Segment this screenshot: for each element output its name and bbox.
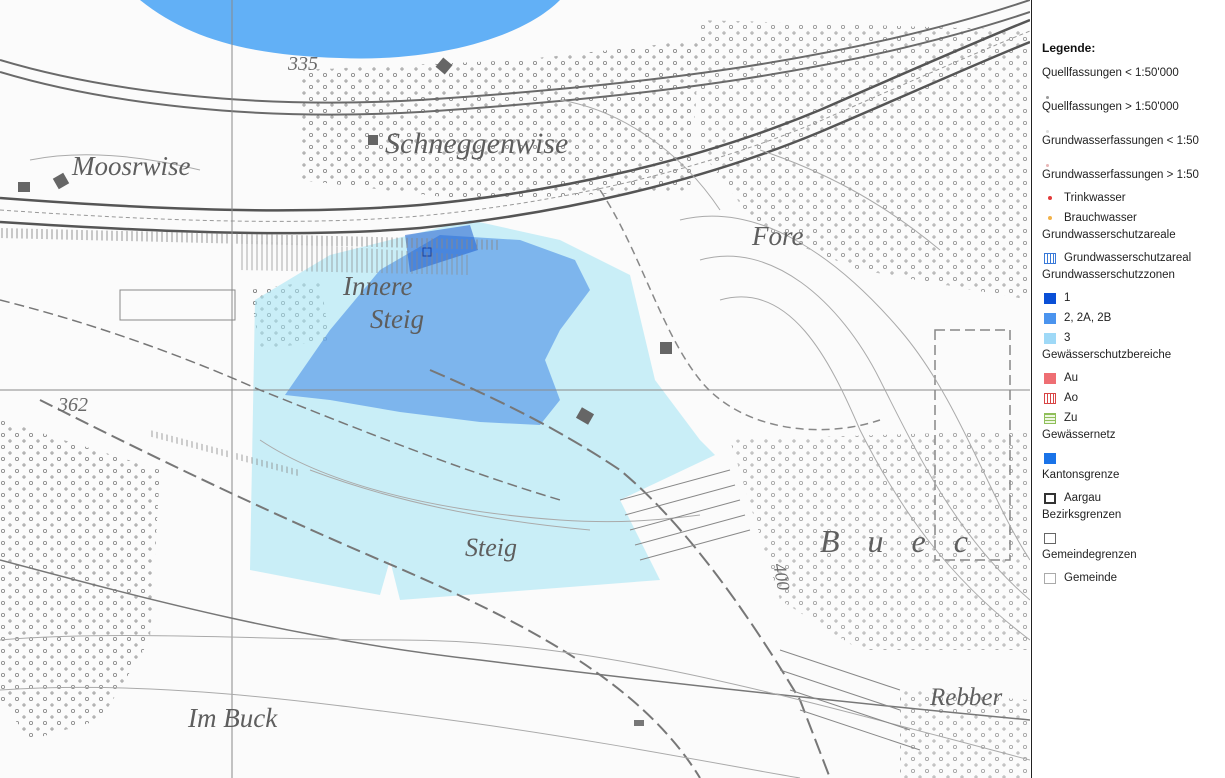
bezirk-border-icon <box>1044 532 1056 544</box>
vegetation-area <box>0 420 160 740</box>
ao-hatch-icon <box>1044 392 1056 404</box>
legend-ao: Ao <box>1044 388 1225 408</box>
areal-hatch-icon <box>1044 252 1056 264</box>
legend-gemeinde-header: Gemeindegrenzen <box>1042 549 1137 561</box>
zone-3-swatch <box>1044 332 1056 344</box>
legend-areal: Grundwasserschutzareal <box>1044 248 1225 268</box>
place-steig-lower: Steig <box>465 533 517 562</box>
building <box>18 182 30 192</box>
place-innere: Innere <box>342 271 412 301</box>
zone-1-swatch <box>1044 292 1056 304</box>
building <box>52 172 70 190</box>
gemeinde-border-icon <box>1044 572 1056 584</box>
building <box>368 135 378 145</box>
legend-bezirk <box>1044 528 1225 548</box>
place-fore: Fore <box>751 221 803 251</box>
legend-quell-lt: Quellfassungen < 1:50'000 <box>1042 67 1179 79</box>
legend-zone-2: 2, 2A, 2B <box>1044 308 1225 328</box>
gewaessernetz-swatch <box>1044 452 1056 464</box>
legend-kanton-header: Kantonsgrenze <box>1042 469 1120 481</box>
legend-gw-lt: Grundwasserfassungen < 1:50 <box>1042 135 1199 147</box>
building <box>660 342 672 354</box>
legend-zu: Zu <box>1044 408 1225 428</box>
building <box>435 57 453 75</box>
building <box>634 720 644 726</box>
place-buech: B u e c <box>820 523 978 559</box>
protection-zone-2 <box>285 235 590 425</box>
vegetation-area <box>730 430 1030 650</box>
place-rebber: Rebber <box>929 684 1002 711</box>
legend-zonen-header: Grundwasserschutzzonen <box>1042 269 1175 281</box>
legend-au: Au <box>1044 368 1225 388</box>
zone-2-swatch <box>1044 312 1056 324</box>
legend-gemeinde: Gemeinde <box>1044 568 1225 588</box>
place-moosrwise: Moosrwise <box>71 151 191 181</box>
legend-title: Legende: <box>1042 41 1096 55</box>
elevation-362: 362 <box>57 394 88 416</box>
legend-bezirk-header: Bezirksgrenzen <box>1042 509 1122 521</box>
dot-icon <box>1044 213 1056 224</box>
vegetation-area <box>900 690 1030 778</box>
place-im-buck: Im Buck <box>187 703 278 733</box>
au-swatch <box>1044 372 1056 384</box>
legend-zone-1: 1 <box>1044 288 1225 308</box>
place-steig-upper: Steig <box>370 304 424 334</box>
legend-netz-header: Gewässernetz <box>1042 429 1116 441</box>
legend-trinkwasser: Trinkwasser <box>1044 188 1225 208</box>
zu-hatch-icon <box>1044 412 1056 424</box>
quell-gt-symbol <box>1046 120 1225 134</box>
kanton-border-icon <box>1044 492 1056 504</box>
legend-panel: Legende: Quellfassungen < 1:50'000 Quell… <box>1031 0 1225 778</box>
vegetation-area <box>300 40 700 200</box>
elevation-335: 335 <box>287 53 318 75</box>
building <box>575 407 595 425</box>
map-view[interactable]: Moosrwise Schneggenwise Fore Innere Stei… <box>0 0 1030 778</box>
dot-icon <box>1044 193 1056 204</box>
legend-bereiche-header: Gewässerschutzbereiche <box>1042 349 1172 361</box>
legend-brauchwasser: Brauchwasser <box>1044 208 1225 228</box>
legend-gewaessernetz <box>1044 448 1225 468</box>
place-schneggenwise: Schneggenwise <box>385 127 568 160</box>
map-canvas[interactable]: Moosrwise Schneggenwise Fore Innere Stei… <box>0 0 1030 778</box>
elevation-400: 400 <box>769 562 793 592</box>
legend-aargau: Aargau <box>1044 488 1225 508</box>
lake <box>140 0 560 59</box>
vegetation-area <box>700 20 1030 300</box>
legend-quell-gt: Quellfassungen > 1:50'000 <box>1042 101 1179 113</box>
legend-gw-gt: Grundwasserfassungen > 1:50 <box>1042 169 1199 181</box>
quell-lt-symbol <box>1046 86 1225 100</box>
gw-lt-symbol <box>1046 154 1225 168</box>
legend-zone-3: 3 <box>1044 328 1225 348</box>
legend-areale-header: Grundwasserschutzareale <box>1042 229 1176 241</box>
